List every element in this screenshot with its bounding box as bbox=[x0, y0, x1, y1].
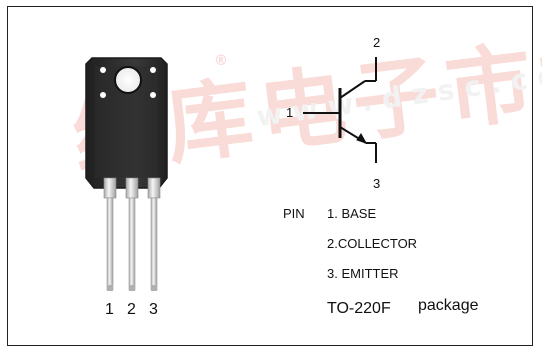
to220f-package-icon bbox=[85, 57, 168, 291]
transistor-pin2-label: 2 bbox=[373, 35, 381, 50]
pinout-title: PIN bbox=[283, 206, 305, 221]
pinout-item-3: 3. EMITTER bbox=[327, 266, 399, 281]
transistor-pin3-label: 3 bbox=[373, 176, 381, 191]
package-pin3-label: 3 bbox=[149, 301, 158, 318]
pinout-item-1: 1. BASE bbox=[327, 206, 377, 221]
npn-transistor-icon bbox=[303, 57, 377, 163]
transistor-pin1-label: 1 bbox=[286, 105, 294, 120]
package-suffix: package bbox=[418, 297, 479, 314]
package-pin2-label: 2 bbox=[127, 301, 136, 318]
pinout-item-2: 2.COLLECTOR bbox=[327, 236, 418, 251]
package-pin1-label: 1 bbox=[105, 301, 114, 318]
package-name: TO-220F bbox=[327, 300, 391, 317]
